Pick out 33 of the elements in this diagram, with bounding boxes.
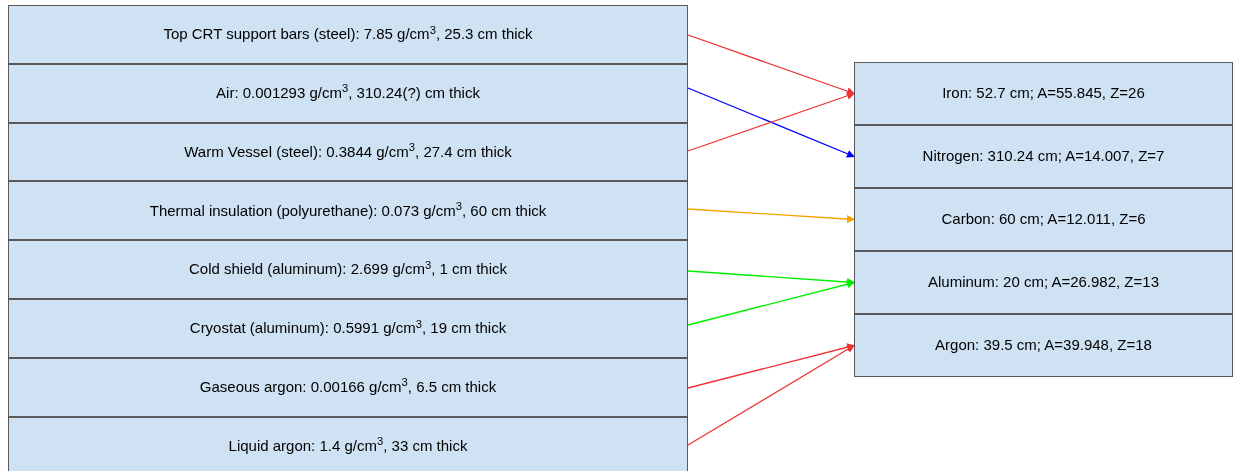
layer-box [8, 416, 688, 471]
layer-box [854, 125, 1233, 188]
layer-text: Iron: 52.7 cm; A=55.845, Z=26 [942, 83, 1145, 104]
layer-text: Thermal insulation (polyurethane): 0.073 g/cm$^{3}$, 60 cm thick [149, 199, 547, 221]
layer-text: Aluminum: 20 cm; A=26.982, Z=13 [928, 272, 1159, 293]
layer-text: Top CRT support bars (steel): 7.85 g/cm$^{3}$, 25.3 cm thick [163, 23, 533, 45]
layer-box [854, 314, 1233, 377]
layer-text: Cold shield (aluminum): 2.699 g/cm$^{3}$, 1 cm thick [188, 258, 508, 280]
layer-box [8, 357, 688, 417]
layer-text: Carbon: 60 cm; A=12.011, Z=6 [941, 209, 1146, 230]
layer-text: Cryostat (aluminum): 0.5991 g/cm$^{3}$, 19 cm thick [189, 317, 507, 339]
layer-text: Warm Vessel (steel): 0.3844 g/cm$^{3}$, 27.4 cm thick [184, 140, 512, 162]
arrow [687, 92, 855, 152]
layer-box [854, 62, 1233, 125]
layer-box [8, 63, 688, 123]
arrow [687, 280, 855, 326]
layer-text: Air: 0.001293 g/cm$^{3}$, 310.24(?) cm thick [216, 81, 480, 103]
arrow [687, 208, 855, 224]
layer-box [8, 181, 688, 241]
layer-text: Liquid argon: 1.4 g/cm$^{3}$, 33 cm thick [228, 434, 468, 456]
layer-text: Gaseous argon: 0.00166 g/cm$^{3}$, 6.5 cm thick [199, 375, 497, 397]
arrow [687, 87, 855, 158]
layer-box [854, 251, 1233, 314]
arrow [687, 34, 855, 95]
arrow [687, 270, 855, 286]
layer-text: Argon: 39.5 cm; A=39.948, Z=18 [935, 335, 1152, 356]
layer-box [8, 122, 688, 182]
layer-box [8, 299, 688, 358]
layer-box [8, 5, 688, 64]
layer-box [854, 188, 1233, 251]
arrow [687, 344, 855, 446]
layer-text: Nitrogen: 310.24 cm; A=14.007, Z=7 [922, 146, 1165, 167]
layer-box [8, 240, 688, 299]
